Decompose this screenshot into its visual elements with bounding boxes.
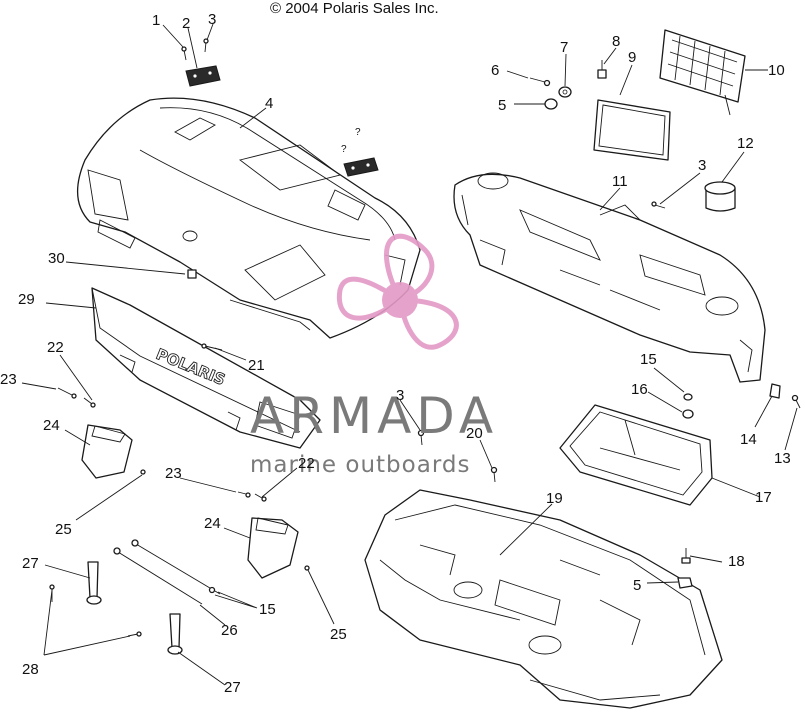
- copyright-notice: © 2004 Polaris Sales Inc.: [270, 0, 439, 17]
- callout: 19: [546, 490, 563, 507]
- callout: 21: [248, 357, 265, 374]
- callout: 25: [55, 521, 72, 538]
- callout: 8: [612, 33, 620, 50]
- callout: 2: [182, 15, 190, 32]
- callout: 7: [560, 39, 568, 56]
- bolt-8: [597, 60, 607, 79]
- leader-lines: [21, 23, 798, 686]
- nut-5-top: [544, 98, 558, 110]
- screw-6: [529, 77, 551, 87]
- floor-panel-19: [364, 489, 723, 709]
- bolt-18: [681, 548, 691, 564]
- watermark-tagline: marine outboards: [250, 452, 470, 478]
- headlight-cover-left: [81, 424, 133, 479]
- screw-13: [791, 394, 801, 409]
- screw-1: [181, 46, 187, 61]
- callout: 22: [47, 339, 64, 356]
- callout-numbers: 1 2 3 3 3 4 5 5 6 7 8 9 10 11 12 13 14 1…: [0, 11, 791, 696]
- callout: 1: [152, 12, 160, 29]
- grommet-30: [187, 269, 197, 279]
- callout: 3: [698, 157, 706, 174]
- callout: 14: [740, 431, 757, 448]
- front-fascia: POLARIS: [91, 287, 321, 449]
- callout: 25: [330, 626, 347, 643]
- callout: 20: [466, 425, 483, 442]
- watermark-logo: [336, 233, 459, 350]
- callout: 23: [0, 371, 17, 388]
- hinge-top: [185, 65, 221, 87]
- callout: 28: [22, 661, 39, 678]
- screw-3-floor: [417, 429, 425, 446]
- callout: 30: [48, 250, 65, 267]
- fastener-15-16: [682, 393, 694, 419]
- front-hood: [76, 97, 421, 339]
- watermark-brand: ARMADA: [250, 387, 498, 445]
- callout: 18: [728, 553, 745, 570]
- gasket-9: [593, 99, 671, 161]
- washer-7: [558, 86, 572, 98]
- callout: 11: [612, 173, 628, 190]
- headlight-cover-right: [247, 517, 299, 579]
- callout: 26: [221, 622, 238, 639]
- callout: 17: [755, 489, 772, 506]
- vent-grille-10: [659, 29, 746, 116]
- callout: 9: [628, 49, 636, 66]
- screw-3-top: [203, 38, 209, 53]
- callout: 3: [208, 11, 216, 28]
- callout: 27: [22, 555, 39, 572]
- small-screws-mid: ? ?: [341, 127, 361, 155]
- screw-3-right: [651, 201, 666, 209]
- callout: 24: [204, 515, 221, 532]
- nut-5-bottom: [677, 577, 693, 589]
- callout: 5: [633, 577, 641, 594]
- callout: 16: [631, 381, 648, 398]
- callout: 24: [43, 417, 60, 434]
- callout: 15: [259, 601, 276, 618]
- pins-left: [57, 387, 146, 475]
- svg-text:?: ?: [355, 127, 361, 138]
- callout: 13: [774, 450, 791, 467]
- callout: 22: [298, 455, 315, 472]
- callout: 27: [224, 679, 241, 696]
- storage-tray-17: [559, 404, 713, 506]
- callout: 6: [491, 62, 499, 79]
- callout: 10: [768, 62, 785, 79]
- callout: 4: [265, 95, 273, 112]
- hinge-mid: [343, 157, 379, 177]
- cap-12: [704, 181, 736, 212]
- screw-20: [490, 466, 498, 483]
- strap-rods: [49, 539, 221, 655]
- callout: 29: [18, 291, 35, 308]
- clip-14: [769, 383, 781, 399]
- callout: 12: [737, 135, 754, 152]
- callout: 3: [396, 387, 404, 404]
- pins-right: [237, 491, 310, 571]
- callout: 15: [640, 351, 657, 368]
- callout: 5: [498, 97, 506, 114]
- svg-text:?: ?: [341, 144, 347, 155]
- callout: 23: [165, 465, 182, 482]
- dash-panel-11: [453, 172, 766, 383]
